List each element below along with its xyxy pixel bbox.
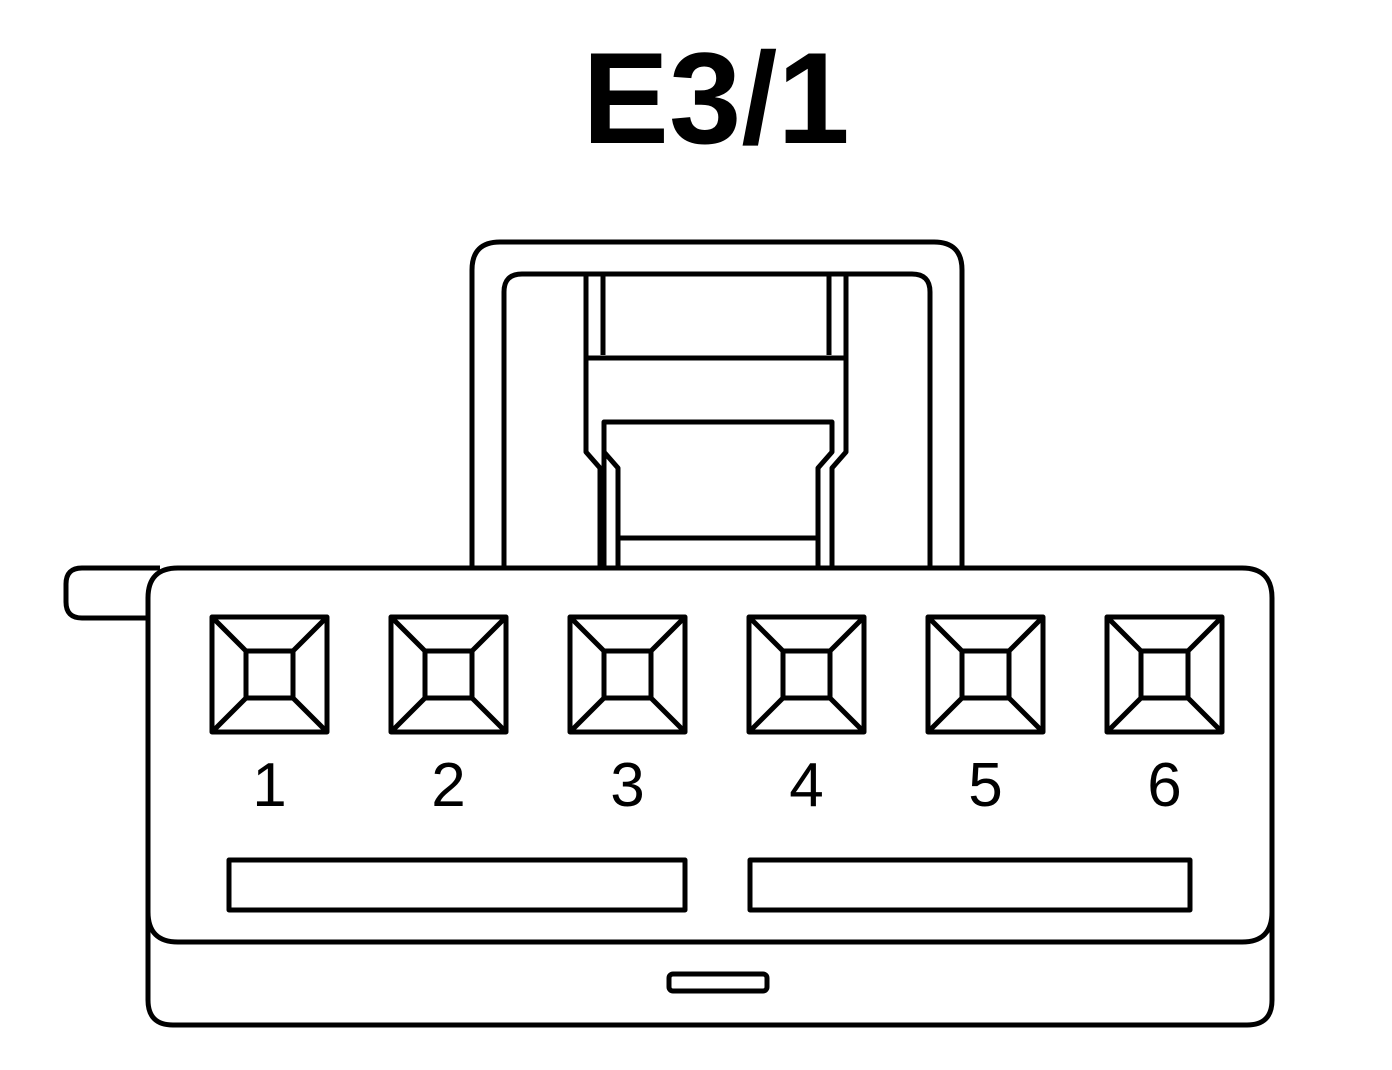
pin-cavity-chamfer	[210, 696, 248, 734]
pin-cavity-chamfer	[210, 615, 248, 653]
pin-cavity-chamfer	[747, 615, 785, 653]
pin-label-5: 5	[968, 751, 1002, 820]
pin-cavity-inner	[601, 648, 654, 701]
pin-cavity-chamfer	[1007, 696, 1045, 734]
pin-cavity-chamfer	[828, 696, 866, 734]
pin-cavity-inner	[780, 648, 833, 701]
pin-cavity-inner	[959, 648, 1012, 701]
pin-cavity-3: 3	[567, 614, 688, 820]
pin-cavity-chamfer	[926, 615, 964, 653]
locking-latch	[469, 239, 965, 568]
pin-cavity-chamfer	[1186, 615, 1224, 653]
pin-cavity-chamfer	[389, 615, 427, 653]
pin-cavity-outer	[567, 614, 688, 735]
latch-inner-frame	[501, 271, 933, 568]
pin-cavity-chamfer	[470, 696, 508, 734]
pin-cavity-chamfer	[1186, 696, 1224, 734]
pin-cavity-chamfer	[470, 615, 508, 653]
pin-cavity-outer	[388, 614, 509, 735]
pin-cavity-6: 6	[1104, 614, 1225, 820]
pin-cavity-inner	[422, 648, 475, 701]
pin-cavity-inner	[1138, 648, 1191, 701]
pin-label-6: 6	[1147, 751, 1181, 820]
pin-cavities: 1 2 3 4 5 6	[209, 614, 1225, 820]
pin-cavity-outer	[209, 614, 330, 735]
pin-cavity-chamfer	[649, 696, 687, 734]
guide-rib-left	[226, 857, 688, 913]
pin-label-2: 2	[431, 751, 465, 820]
latch-outer-frame	[469, 239, 965, 568]
pin-cavity-outer	[1104, 614, 1225, 735]
pin-label-1: 1	[252, 751, 286, 820]
pin-cavity-chamfer	[828, 615, 866, 653]
bottom-key-slot	[666, 971, 770, 994]
body-face	[145, 565, 1275, 945]
pin-cavity-chamfer	[747, 696, 785, 734]
latch-window	[601, 419, 835, 568]
pin-cavity-2: 2	[388, 614, 509, 820]
pin-cavity-chamfer	[389, 696, 427, 734]
pin-cavity-1: 1	[209, 614, 330, 820]
pin-cavity-outer	[746, 614, 867, 735]
connector-body	[145, 565, 1275, 1028]
pin-cavity-4: 4	[746, 614, 867, 820]
pin-label-4: 4	[789, 751, 823, 820]
pin-cavity-chamfer	[568, 615, 606, 653]
pin-cavity-inner	[243, 648, 296, 701]
pin-cavity-outer	[925, 614, 1046, 735]
pin-cavity-chamfer	[926, 696, 964, 734]
latch-tongue-inner	[600, 274, 832, 355]
guide-rib-right	[747, 857, 1193, 913]
pin-cavity-chamfer	[568, 696, 606, 734]
latch-tongue	[583, 274, 849, 568]
pin-cavity-chamfer	[1007, 615, 1045, 653]
pin-cavity-chamfer	[1105, 696, 1143, 734]
pin-cavity-chamfer	[291, 696, 329, 734]
pin-cavity-chamfer	[1105, 615, 1143, 653]
pin-cavity-chamfer	[291, 615, 329, 653]
side-tab	[63, 565, 160, 621]
pin-label-3: 3	[610, 751, 644, 820]
connector-title: E3/1	[582, 25, 849, 171]
pin-cavity-chamfer	[649, 615, 687, 653]
pin-cavity-5: 5	[925, 614, 1046, 820]
